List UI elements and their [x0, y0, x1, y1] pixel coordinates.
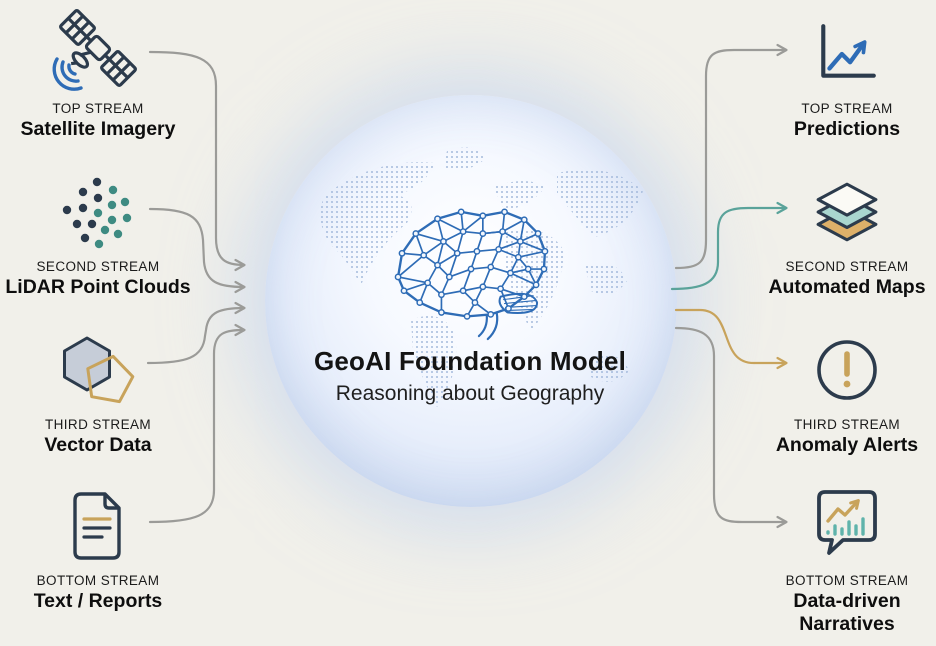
stream-name: Anomaly Alerts — [775, 434, 919, 456]
document-icon — [73, 492, 121, 560]
stream-label: SECOND STREAM — [36, 259, 160, 274]
satellite-icon — [52, 9, 137, 91]
vector-shapes-icon — [63, 336, 135, 404]
output-data-driven-narratives: BOTTOM STREAM Data-driven Narratives — [748, 482, 936, 636]
stream-name: Predictions — [793, 118, 901, 140]
stream-name: Satellite Imagery — [20, 118, 176, 140]
stream-label: TOP STREAM — [52, 101, 144, 116]
input-text-reports: BOTTOM STREAM Text / Reports — [0, 482, 196, 613]
diagram-title: GeoAI Foundation Model — [313, 346, 627, 376]
stream-label: BOTTOM STREAM — [36, 573, 160, 588]
stream-label: THIRD STREAM — [793, 417, 901, 432]
output-automated-maps: SECOND STREAM Automated Maps — [748, 168, 936, 299]
stream-name: Vector Data — [44, 434, 152, 456]
input-lidar-point-clouds: SECOND STREAM LiDAR Point Clouds — [0, 168, 196, 299]
stream-name: Text / Reports — [33, 590, 163, 612]
globe-graphic — [265, 95, 677, 507]
stream-label: BOTTOM STREAM — [785, 573, 909, 588]
lidar-point-cloud-icon — [62, 177, 132, 249]
output-anomaly-alerts: THIRD STREAM Anomaly Alerts — [748, 326, 936, 457]
alert-circle-icon — [817, 340, 877, 400]
neural-network-brain-icon — [394, 208, 549, 341]
stream-label: THIRD STREAM — [44, 417, 152, 432]
narrative-chart-bubble-icon — [817, 490, 877, 555]
center-text: GeoAI Foundation Model Reasoning about G… — [270, 346, 670, 406]
stream-label: SECOND STREAM — [785, 259, 909, 274]
diagram-subtitle: Reasoning about Geography — [335, 382, 605, 405]
stream-label: TOP STREAM — [801, 101, 893, 116]
input-vector-data: THIRD STREAM Vector Data — [0, 326, 196, 457]
stream-name: Automated Maps — [768, 276, 926, 298]
output-predictions: TOP STREAM Predictions — [748, 10, 936, 141]
input-satellite-imagery: TOP STREAM Satellite Imagery — [0, 9, 196, 141]
trend-chart-icon — [821, 24, 876, 78]
stream-name: Data-driven Narratives — [793, 590, 901, 635]
map-layers-icon — [816, 182, 878, 242]
stream-name: LiDAR Point Clouds — [5, 276, 191, 298]
